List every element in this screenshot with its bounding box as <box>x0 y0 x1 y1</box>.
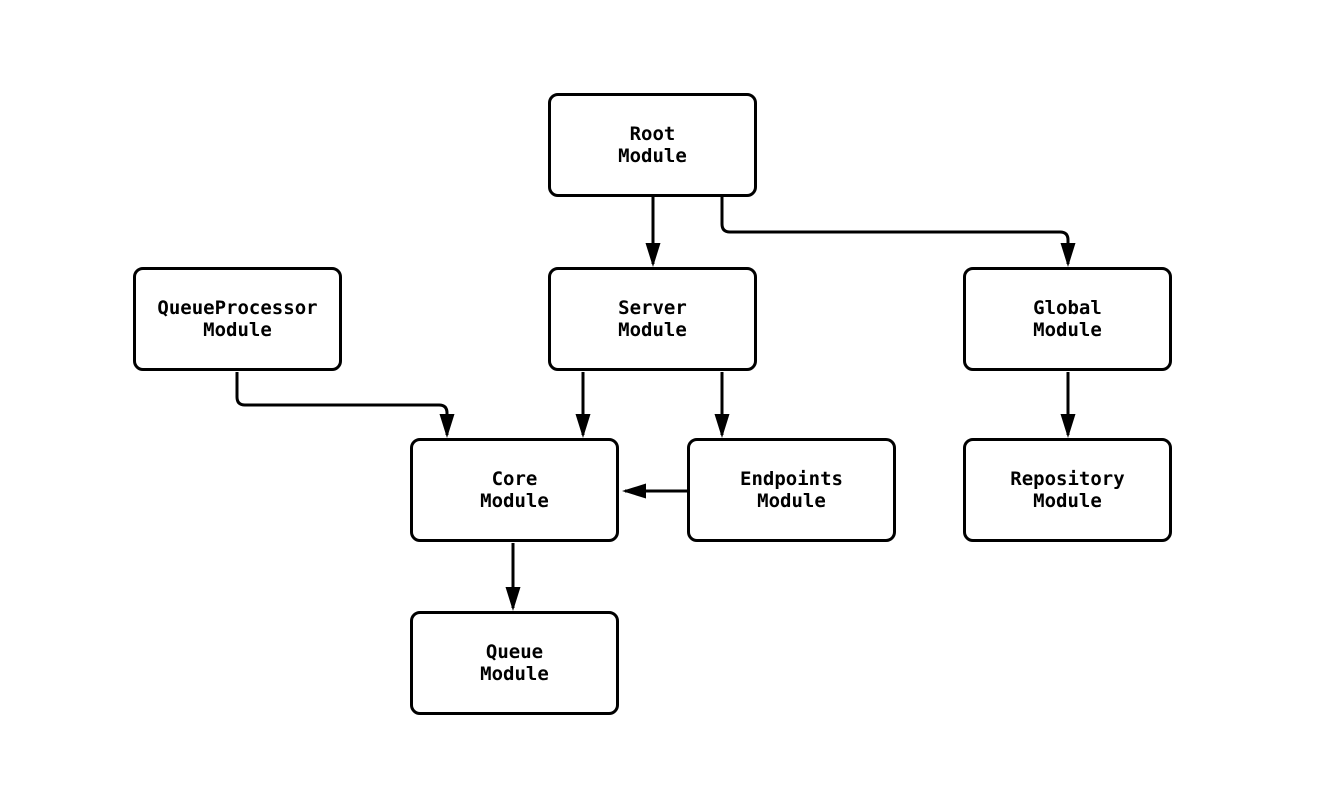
node-label: Queue Module <box>480 641 549 685</box>
edge-queueprocessor-to-core <box>235 372 455 438</box>
node-label: Repository Module <box>1010 468 1125 512</box>
node-repository-module: Repository Module <box>963 438 1172 542</box>
node-label: Endpoints Module <box>740 468 843 512</box>
node-server-module: Server Module <box>548 267 757 371</box>
node-label: Server Module <box>618 297 687 341</box>
node-label: Global Module <box>1033 297 1102 341</box>
node-global-module: Global Module <box>963 267 1172 371</box>
node-core-module: Core Module <box>410 438 619 542</box>
node-queue-module: Queue Module <box>410 611 619 715</box>
node-label: Core Module <box>480 468 549 512</box>
node-queueprocessor-module: QueueProcessor Module <box>133 267 342 371</box>
edges-group <box>235 197 1076 611</box>
node-endpoints-module: Endpoints Module <box>687 438 896 542</box>
node-label: QueueProcessor Module <box>157 297 318 341</box>
node-root-module: Root Module <box>548 93 757 197</box>
node-label: Root Module <box>618 123 687 167</box>
edge-root-to-global <box>720 197 1076 267</box>
